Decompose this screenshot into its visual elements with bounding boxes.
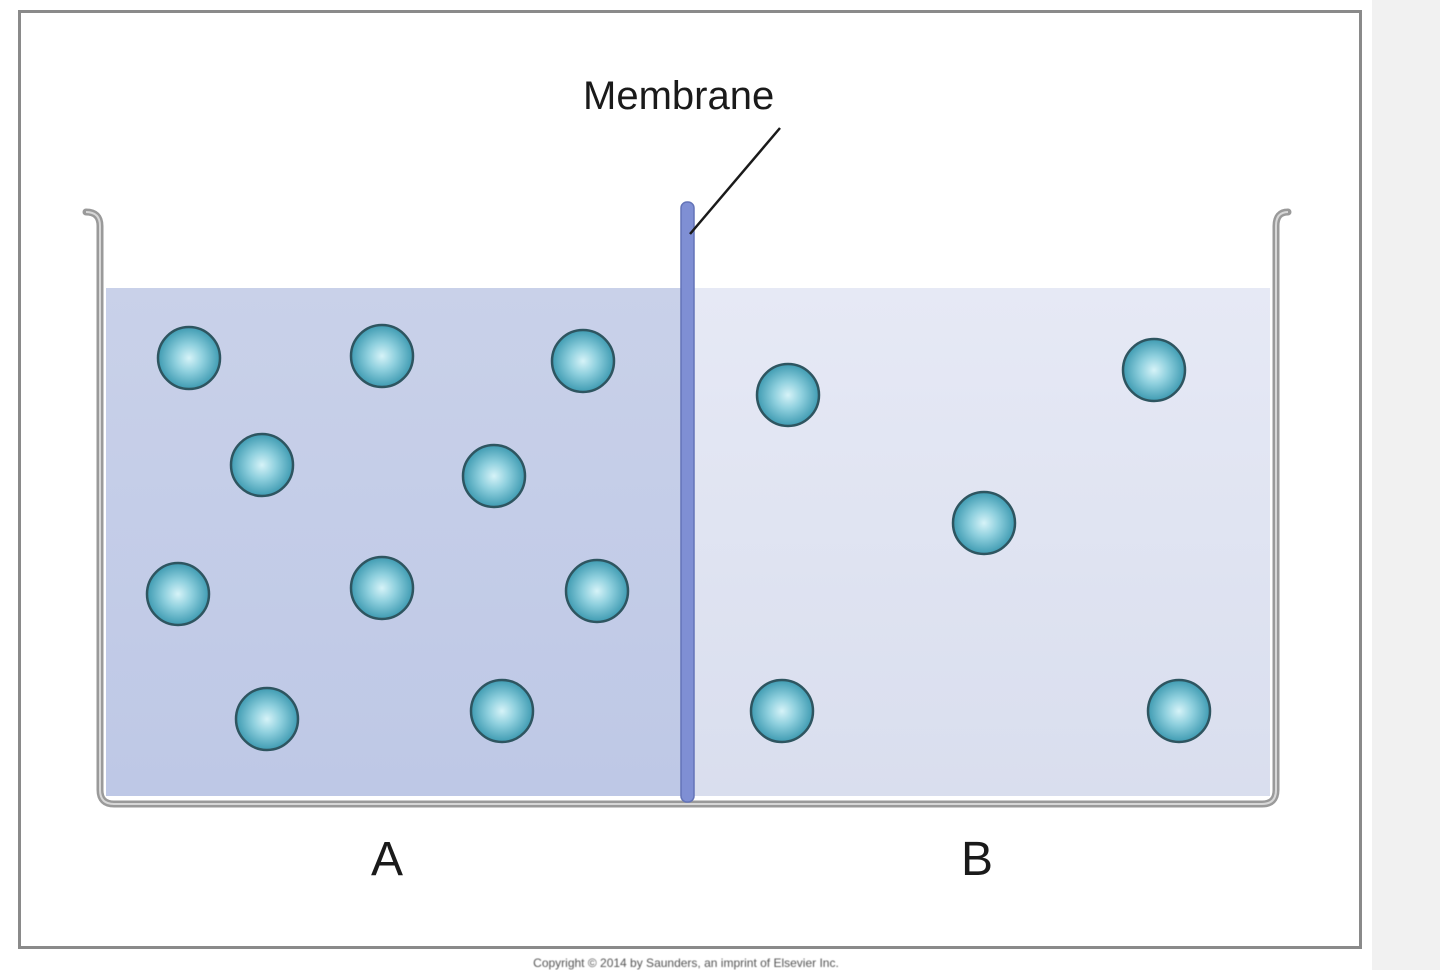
particle xyxy=(1121,337,1187,403)
particles-side-b xyxy=(749,337,1212,744)
particle xyxy=(749,678,815,744)
particle xyxy=(229,432,295,498)
membrane-label: Membrane xyxy=(583,74,775,118)
particles-side-a xyxy=(145,323,630,752)
side-a-label: A xyxy=(371,833,404,886)
particle xyxy=(349,323,415,389)
particle xyxy=(349,555,415,621)
particle xyxy=(951,490,1017,556)
particle xyxy=(755,362,821,428)
particle xyxy=(564,558,630,624)
right-gutter xyxy=(1372,0,1440,970)
side-b-label: B xyxy=(961,833,994,886)
particle xyxy=(1146,678,1212,744)
particle xyxy=(156,325,222,391)
copyright-text: Copyright © 2014 by Saunders, an imprint… xyxy=(533,956,839,970)
membrane-leader-line xyxy=(689,127,781,235)
membrane xyxy=(680,201,695,803)
particle xyxy=(469,678,535,744)
particle xyxy=(461,443,527,509)
particle xyxy=(145,561,211,627)
particle xyxy=(550,328,616,394)
particle xyxy=(234,686,300,752)
